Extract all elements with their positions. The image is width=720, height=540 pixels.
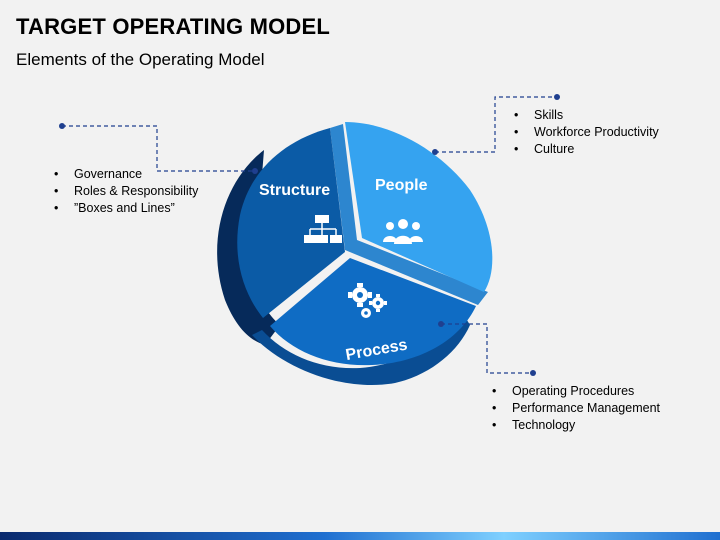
footer-accent-bar	[0, 532, 720, 540]
list-item: Roles & Responsibility	[52, 183, 198, 200]
people-connector-end	[432, 149, 438, 155]
list-item: Performance Management	[490, 400, 660, 417]
list-item: Operating Procedures	[490, 383, 660, 400]
process-segment-side	[252, 312, 470, 386]
list-item: Workforce Productivity	[512, 124, 659, 141]
structure-connector	[62, 125, 255, 172]
structure-segment	[237, 128, 345, 318]
list-item: Skills	[512, 107, 659, 124]
process-segment	[270, 258, 476, 366]
people-group-icon	[383, 219, 423, 244]
process-bullet-list: Operating Procedures Performance Managem…	[490, 383, 660, 434]
people-bullet-list: Skills Workforce Productivity Culture	[512, 107, 659, 158]
list-item: Culture	[512, 141, 659, 158]
structure-connector-end	[252, 168, 258, 174]
people-segment-side	[330, 124, 488, 305]
org-chart-icon	[304, 215, 342, 243]
structure-bullet-list: Governance Roles & Responsibility ”Boxes…	[52, 166, 198, 217]
process-connector-dot	[530, 370, 536, 376]
list-item: Governance	[52, 166, 198, 183]
process-connector	[441, 323, 533, 374]
people-segment	[345, 122, 493, 292]
structure-connector-dot	[59, 123, 65, 129]
people-connector-dot	[554, 94, 560, 100]
process-connector-end	[438, 321, 444, 327]
structure-label: Structure	[259, 182, 330, 199]
page-subtitle: Elements of the Operating Model	[16, 50, 265, 69]
list-item: Technology	[490, 417, 660, 434]
people-connector	[435, 96, 557, 153]
people-label: People	[375, 177, 428, 194]
list-item: ”Boxes and Lines”	[52, 200, 198, 217]
gears-icon	[348, 283, 387, 318]
page-title: TARGET OPERATING MODEL	[16, 14, 331, 39]
